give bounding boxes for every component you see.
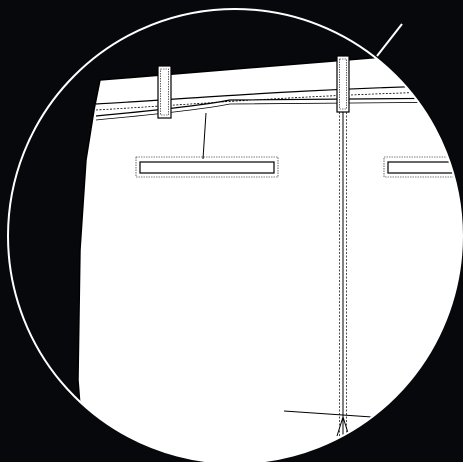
center-seam	[339, 112, 347, 462]
detail-circle-contents	[77, 49, 462, 462]
belt-loop-left	[157, 65, 172, 119]
detail-circle	[7, 8, 463, 462]
garment-panel	[77, 49, 462, 462]
circle-callout-leader	[376, 23, 403, 57]
welt-pocket-left	[135, 156, 279, 178]
welt-pocket-right	[383, 156, 462, 178]
belt-loop-center	[336, 55, 350, 113]
